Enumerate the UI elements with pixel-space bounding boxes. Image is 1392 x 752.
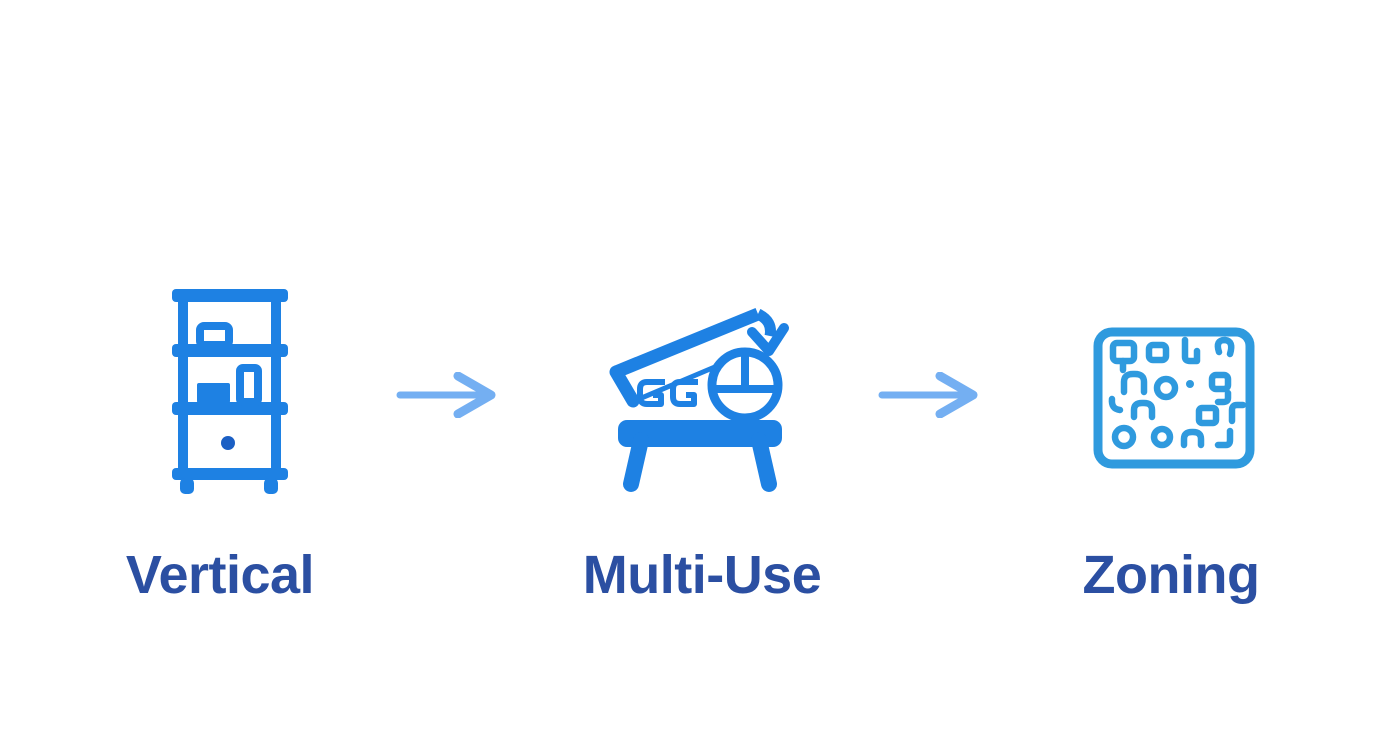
step-multi-use-icon-area	[608, 306, 792, 494]
connector-2	[878, 372, 984, 418]
arrow-right-icon	[878, 372, 978, 418]
step-zoning-label: Zoning	[1082, 545, 1260, 605]
step-vertical-icon-area	[172, 288, 288, 494]
step-zoning-icon-area	[1093, 327, 1255, 469]
step-vertical-label: Vertical	[125, 545, 315, 605]
convertible-table-icon	[609, 307, 789, 492]
connector-1	[396, 372, 502, 418]
shelf-storage-icon	[172, 289, 288, 494]
zoning-map-icon	[1093, 327, 1255, 469]
step-multi-use-label: Multi-Use	[582, 545, 822, 605]
arrow-right-icon	[396, 372, 496, 418]
